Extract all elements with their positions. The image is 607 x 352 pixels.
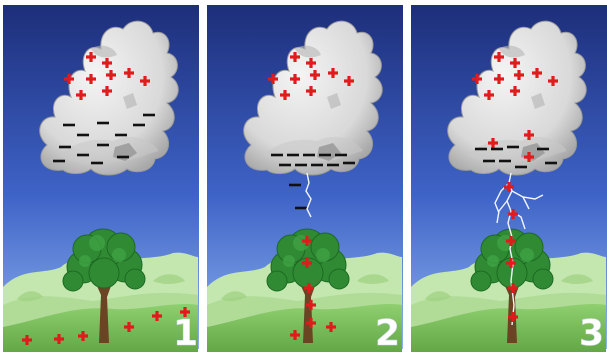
negative-charge-icon xyxy=(287,154,299,157)
negative-charge-icon xyxy=(59,146,71,149)
panel-2: 2 xyxy=(207,5,403,352)
panel-3: 3 xyxy=(411,5,607,352)
negative-charge-icon xyxy=(91,162,103,165)
negative-charge-icon xyxy=(507,146,519,149)
negative-charge-icon xyxy=(77,134,89,137)
negative-charge-icon xyxy=(515,166,527,169)
negative-charge-icon xyxy=(271,154,283,157)
negative-charge-icon xyxy=(295,164,307,167)
negative-charge-icon xyxy=(343,162,355,165)
negative-charge-icon xyxy=(115,134,127,137)
negative-charge-icon xyxy=(327,164,339,167)
negative-charge-icon xyxy=(97,122,109,125)
negative-charge-icon xyxy=(133,124,145,127)
negative-charge-icon xyxy=(311,164,323,167)
negative-charge-icon xyxy=(537,148,549,151)
negative-charge-icon xyxy=(303,154,315,157)
panel-number-label: 1 xyxy=(173,313,198,352)
negative-charge-icon xyxy=(483,160,495,163)
negative-charge-icon xyxy=(475,148,487,151)
negative-charge-icon xyxy=(335,154,347,157)
negative-charge-icon xyxy=(63,124,75,127)
negative-charge-icon xyxy=(319,154,331,157)
negative-charge-icon xyxy=(117,156,129,159)
negative-charge-icon xyxy=(53,160,65,163)
negative-charge-icon xyxy=(143,114,155,117)
negative-charge-icon xyxy=(491,148,503,151)
negative-charge-icon xyxy=(289,184,301,187)
panel-number-label: 2 xyxy=(375,313,400,352)
negative-charge-icon xyxy=(545,162,557,165)
negative-charge-icon xyxy=(499,160,511,163)
negative-charge-icon xyxy=(279,164,291,167)
panel-1: 1 xyxy=(3,5,199,352)
negative-charge-icon xyxy=(77,154,89,157)
negative-charge-icon xyxy=(97,144,109,147)
negative-charge-icon xyxy=(295,207,307,210)
panel-number-label: 3 xyxy=(579,313,604,352)
